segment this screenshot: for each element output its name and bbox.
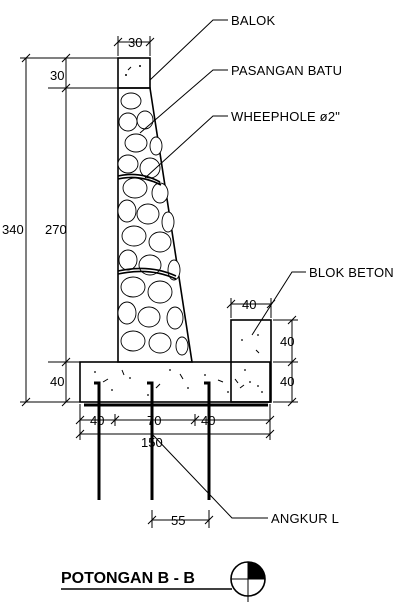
dim-block-width: 40	[242, 297, 256, 312]
label-pasangan-batu: PASANGAN BATU	[231, 63, 342, 78]
dim-base-left: 40	[90, 413, 104, 428]
dim-wall-height: 270	[45, 222, 67, 237]
dim-top-width: 30	[128, 35, 142, 50]
label-balok: BALOK	[231, 13, 275, 28]
dim-anchor-spacing: 55	[171, 513, 185, 528]
blok-beton	[230, 319, 272, 403]
section-marker-icon	[230, 561, 266, 602]
leader-lines	[139, 19, 306, 519]
dim-base-total: 150	[141, 435, 163, 450]
section-title: POTONGAN B - B	[61, 561, 266, 602]
dimension-lines	[20, 36, 298, 528]
dim-balok-height: 30	[50, 68, 64, 83]
dim-block-upper: 40	[280, 334, 294, 349]
masonry-wall	[117, 87, 193, 363]
balok-beam	[117, 57, 151, 89]
stone-infill	[117, 92, 189, 356]
label-wheephole: WHEEPHOLE ø2"	[231, 109, 340, 124]
dim-total-height: 340	[2, 222, 24, 237]
footing	[79, 361, 271, 403]
anchor-bars	[84, 381, 268, 500]
dim-block-lower: 40	[280, 374, 294, 389]
weep-holes	[117, 173, 177, 280]
label-angkur: ANGKUR L	[271, 511, 339, 526]
label-blok-beton: BLOK BETON	[309, 265, 394, 280]
concrete-hatch	[94, 369, 259, 396]
dim-base-right: 40	[201, 413, 215, 428]
dim-base-height: 40	[50, 374, 64, 389]
title-text: POTONGAN B - B	[61, 570, 195, 587]
dim-base-middle: 70	[147, 413, 161, 428]
